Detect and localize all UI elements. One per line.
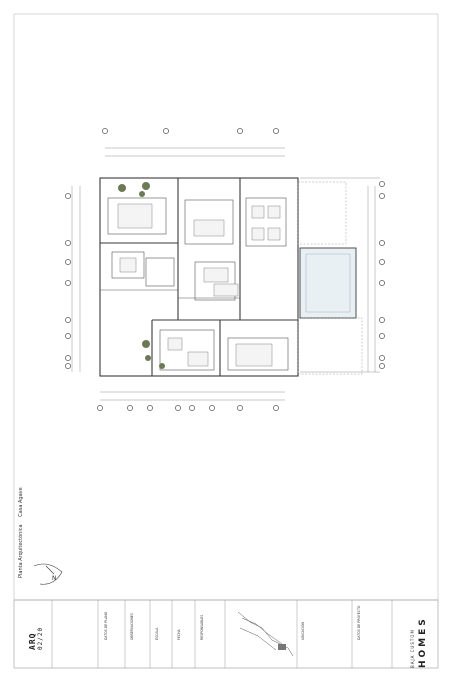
landscape-plants	[118, 182, 165, 369]
svg-text:N: N	[52, 575, 57, 582]
title-block-dividers	[51, 600, 393, 668]
plan-caption: Planta Arquitectónica Casa Agave	[18, 481, 24, 578]
drawing-frame	[13, 13, 439, 601]
grid-axis-markers	[65, 128, 385, 411]
title-block-frame	[13, 599, 439, 669]
interior-partitions	[100, 197, 289, 371]
terrace-outline	[297, 181, 363, 375]
plan-title: Planta Arquitectónica	[18, 524, 24, 578]
section-label-project-data: DATOS DE PROYECTO	[357, 605, 361, 640]
sheet-number: 02/20	[37, 626, 44, 650]
brand-logo-name: HOMES	[418, 616, 428, 668]
section-label-date: FECHA	[177, 629, 181, 640]
section-label-scale: ESCALA	[155, 627, 159, 640]
section-label-responsible: RESPONSABLES	[200, 614, 204, 640]
north-arrow: N	[33, 563, 63, 585]
sheet-code: ARQ	[28, 632, 37, 650]
dimension-lines	[71, 147, 380, 401]
pool	[299, 247, 357, 319]
exterior-walls	[99, 177, 299, 377]
furniture	[117, 203, 281, 367]
location-sketch	[237, 611, 294, 657]
section-label-location: UBICACIÓN	[301, 622, 305, 640]
plan-subtitle: Casa Agave	[18, 487, 24, 517]
section-label-plan-data: DATOS DE PLANO	[104, 611, 108, 640]
brand-tagline: BAJA CUSTOM	[410, 629, 415, 668]
section-label-observations: OBSERVACIONES	[130, 613, 134, 640]
